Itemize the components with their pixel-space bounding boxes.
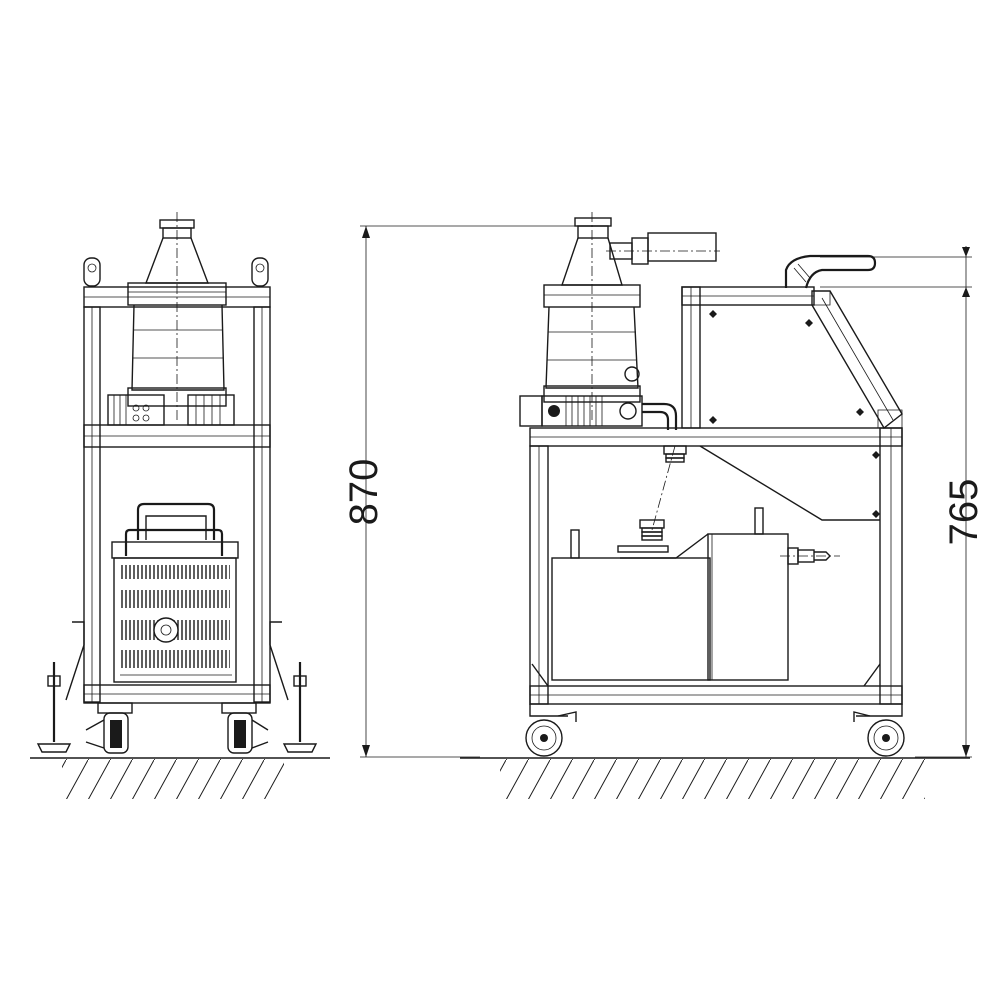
front-turbo-pump xyxy=(127,212,227,420)
front-controller xyxy=(107,394,235,426)
front-frame xyxy=(83,286,271,704)
front-caster-right xyxy=(221,702,269,754)
front-view xyxy=(30,212,330,799)
side-ground-line xyxy=(460,757,970,799)
side-handle xyxy=(784,254,877,289)
dimension-label-870: 870 xyxy=(342,459,386,526)
side-caster-left xyxy=(525,704,577,757)
front-leveling-foot-left xyxy=(36,621,85,753)
dimension-overall-height: 870 xyxy=(342,225,590,758)
front-backing-pump xyxy=(111,502,239,683)
side-frame xyxy=(529,286,903,705)
side-exhaust-line xyxy=(642,402,687,531)
side-view xyxy=(460,212,970,799)
front-caster-left xyxy=(85,702,133,754)
side-lower-tank xyxy=(551,507,840,681)
front-ground-line xyxy=(30,757,330,799)
front-leveling-foot-right xyxy=(269,621,318,753)
side-caster-right xyxy=(853,704,905,757)
side-controller xyxy=(519,395,643,427)
side-vacuum-gauge xyxy=(606,232,720,265)
lifting-eye-left xyxy=(83,257,101,287)
lifting-eye-right xyxy=(251,257,269,287)
dimension-label-765: 765 xyxy=(942,479,986,546)
side-turbo-pump xyxy=(543,212,641,420)
dimension-frame-height: 765 xyxy=(820,246,986,758)
